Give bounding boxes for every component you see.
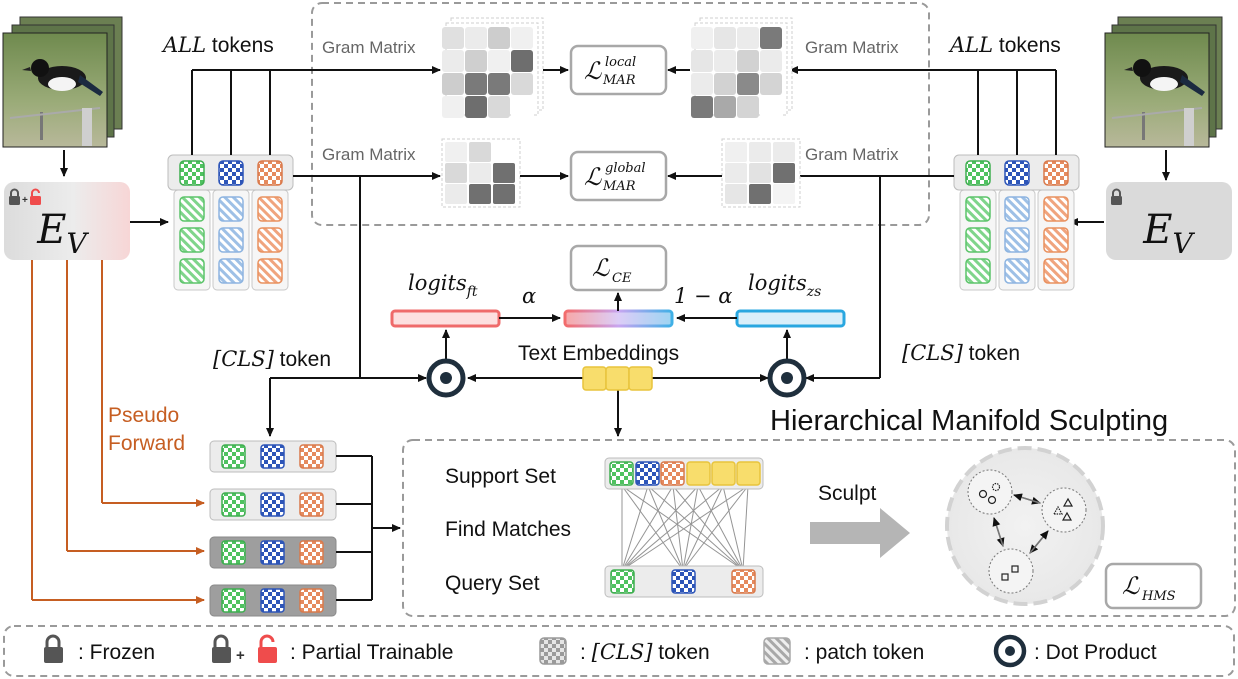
svg-text:+: + xyxy=(236,647,245,664)
svg-text:ℒ: ℒ xyxy=(584,57,602,85)
logits-ft-label: logitsft xyxy=(408,271,478,300)
logits-zs-label: logitszs xyxy=(748,271,821,300)
support-set-row xyxy=(604,457,764,490)
all-tokens-connector-left xyxy=(191,66,441,155)
find-matches-label: Find Matches xyxy=(445,518,571,541)
dot-product-icon xyxy=(426,358,466,398)
legend-cls-swatch xyxy=(539,637,567,665)
gram-region xyxy=(311,2,930,226)
manifold-clusters-icon xyxy=(945,446,1105,606)
pseudo-forward-label: Pseudo Forward xyxy=(108,404,185,455)
loss-ce: ℒ CE xyxy=(569,244,668,292)
alpha-label: α xyxy=(522,284,536,308)
loss-mar-global: ℒ global MAR xyxy=(569,150,668,202)
logits-zs-bar xyxy=(735,309,846,328)
legend-patch-swatch xyxy=(763,637,791,665)
legend-patch-token: : patch token xyxy=(804,641,924,664)
query-set-row xyxy=(604,565,764,598)
svg-text:ℒ: ℒ xyxy=(584,163,602,191)
logits-mixed-bar xyxy=(563,309,674,328)
merge-connector xyxy=(336,455,401,601)
hms-region xyxy=(402,439,1236,617)
logits-ft-bar xyxy=(390,309,501,328)
pseudo-forward-lines xyxy=(31,260,205,604)
legend-partial-trainable: : Partial Trainable xyxy=(290,641,453,664)
one-minus-alpha-label: 1 − α xyxy=(674,284,733,308)
unlock-icon xyxy=(258,634,277,663)
cls-token-label-left: [CLS] token xyxy=(213,347,331,371)
svg-text:local: local xyxy=(605,55,636,70)
unlock-icon xyxy=(30,188,41,205)
gram-matrix-local-right xyxy=(691,17,793,118)
dot-product-icon xyxy=(767,358,807,398)
hms-title: Hierarchical Manifold Sculpting xyxy=(770,405,1168,437)
gram-matrix-label: Gram Matrix xyxy=(322,38,416,57)
token-grid-right xyxy=(953,154,1080,291)
svg-text:global: global xyxy=(605,161,646,176)
gram-matrix-local-left xyxy=(442,17,544,118)
svg-text:+: + xyxy=(22,195,28,206)
query-set-label: Query Set xyxy=(445,572,540,595)
lock-icon xyxy=(212,634,231,663)
svg-text:MAR: MAR xyxy=(602,73,636,88)
gram-matrix-global-left xyxy=(441,138,521,208)
token-grid-left xyxy=(167,154,294,291)
svg-text:ℒ: ℒ xyxy=(1122,572,1140,600)
sculpt-label: Sculpt xyxy=(818,482,877,505)
match-lines xyxy=(621,485,749,571)
magpie-photo-icon xyxy=(1104,16,1223,148)
svg-text:EV: EV xyxy=(36,207,89,260)
vision-encoder-right: EV xyxy=(1106,182,1232,260)
lock-icon xyxy=(44,634,63,663)
legend-frozen: : Frozen xyxy=(78,641,155,664)
lock-icon xyxy=(1111,188,1122,205)
cls-token-label-right: [CLS] token xyxy=(902,341,1020,365)
svg-text:MAR: MAR xyxy=(602,179,636,194)
text-embeddings-block xyxy=(582,366,653,391)
svg-text:CE: CE xyxy=(612,271,632,286)
gram-matrix-label: Gram Matrix xyxy=(805,145,899,164)
legend-dot-product: : Dot Product xyxy=(1034,641,1157,664)
legend-cls-token: : [CLS] token xyxy=(580,640,710,664)
all-tokens-label-right: ALL tokens xyxy=(948,33,1061,57)
svg-text:HMS: HMS xyxy=(1141,589,1176,604)
dot-product-icon xyxy=(993,634,1027,668)
gram-matrix-global-right xyxy=(721,138,801,208)
svg-text:ℒ: ℒ xyxy=(592,254,610,282)
loss-mar-local: ℒ local MAR xyxy=(569,44,668,96)
all-tokens-label-left: ALL tokens xyxy=(161,33,274,57)
support-set-label: Support Set xyxy=(445,465,556,488)
svg-text:EV: EV xyxy=(1142,207,1195,260)
all-tokens-connector-right xyxy=(789,66,1057,155)
legend-box xyxy=(3,625,1235,677)
pseudo-token-rows xyxy=(209,440,337,617)
vision-encoder-left: EV xyxy=(4,182,130,260)
gram-matrix-label: Gram Matrix xyxy=(322,145,416,164)
sculpt-arrow-icon xyxy=(810,508,910,558)
magpie-photo-icon xyxy=(2,16,123,148)
lock-icon xyxy=(9,188,20,205)
loss-hms: ℒ HMS xyxy=(1104,562,1203,610)
text-embeddings-label: Text Embeddings xyxy=(518,342,679,365)
gram-matrix-label: Gram Matrix xyxy=(805,38,899,57)
